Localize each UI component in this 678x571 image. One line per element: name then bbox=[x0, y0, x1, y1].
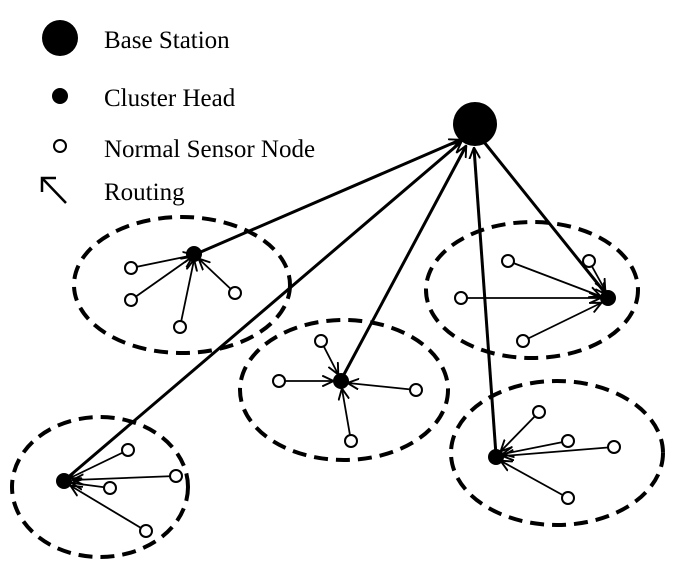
cluster-boundary-bottom-left bbox=[10, 415, 190, 559]
routes-to-base-station bbox=[65, 140, 606, 481]
cluster-boundary-right-top bbox=[424, 220, 640, 360]
sensor-node bbox=[121, 443, 135, 457]
sensor-node bbox=[169, 469, 183, 483]
cluster-head bbox=[186, 246, 202, 262]
legend-base-station-label: Base Station bbox=[104, 27, 230, 54]
legend-normal-node-label: Normal Sensor Node bbox=[104, 136, 315, 163]
cluster-boundary-center bbox=[238, 318, 450, 462]
cluster-boundary-bottom-right bbox=[449, 379, 665, 527]
sensor-node bbox=[124, 261, 138, 275]
cluster-head bbox=[333, 373, 349, 389]
sensor-node bbox=[314, 334, 328, 348]
cluster-top-left bbox=[124, 246, 242, 334]
sensor-node bbox=[582, 254, 596, 268]
route-center-to-base bbox=[339, 146, 466, 381]
cluster-head bbox=[600, 290, 616, 306]
sensor-node bbox=[228, 286, 242, 300]
sensor-node bbox=[272, 374, 286, 388]
sensor-node bbox=[561, 434, 575, 448]
cluster-boundaries bbox=[10, 215, 665, 559]
legend: Base Station Cluster Head Normal Sensor … bbox=[40, 20, 315, 206]
cluster-center bbox=[272, 334, 423, 448]
route-bottom-left-to-base bbox=[65, 142, 461, 481]
legend-routing-label: Routing bbox=[104, 179, 185, 206]
sensor-node bbox=[501, 254, 515, 268]
sensor-node bbox=[103, 481, 117, 495]
sensor-node bbox=[561, 491, 575, 505]
cluster-bottom-left bbox=[56, 443, 183, 538]
legend-routing-arrow-icon bbox=[40, 176, 67, 204]
cluster-head bbox=[488, 449, 504, 465]
sensor-node bbox=[124, 293, 138, 307]
sensor-node bbox=[607, 440, 621, 454]
sensor-node bbox=[173, 320, 187, 334]
base-station bbox=[453, 102, 497, 146]
sensor-node bbox=[139, 524, 153, 538]
sensor-node bbox=[532, 405, 546, 419]
cluster-bottom-right bbox=[488, 405, 621, 505]
route-bottom-right-to-base bbox=[474, 148, 498, 456]
legend-cluster-head-label: Cluster Head bbox=[104, 85, 236, 112]
route-base-to-right-top bbox=[482, 141, 606, 294]
sensor-node bbox=[516, 334, 530, 348]
legend-normal-node-icon bbox=[53, 139, 67, 153]
cluster-right-top bbox=[454, 254, 616, 348]
legend-cluster-head-icon bbox=[52, 88, 68, 104]
sensor-node bbox=[409, 383, 423, 397]
sensor-node bbox=[454, 291, 468, 305]
route-top-left-to-base bbox=[195, 140, 460, 256]
cluster-head bbox=[56, 473, 72, 489]
cluster-boundary-top-left bbox=[72, 215, 292, 355]
legend-base-station-icon bbox=[42, 20, 78, 56]
sensor-node bbox=[344, 434, 358, 448]
